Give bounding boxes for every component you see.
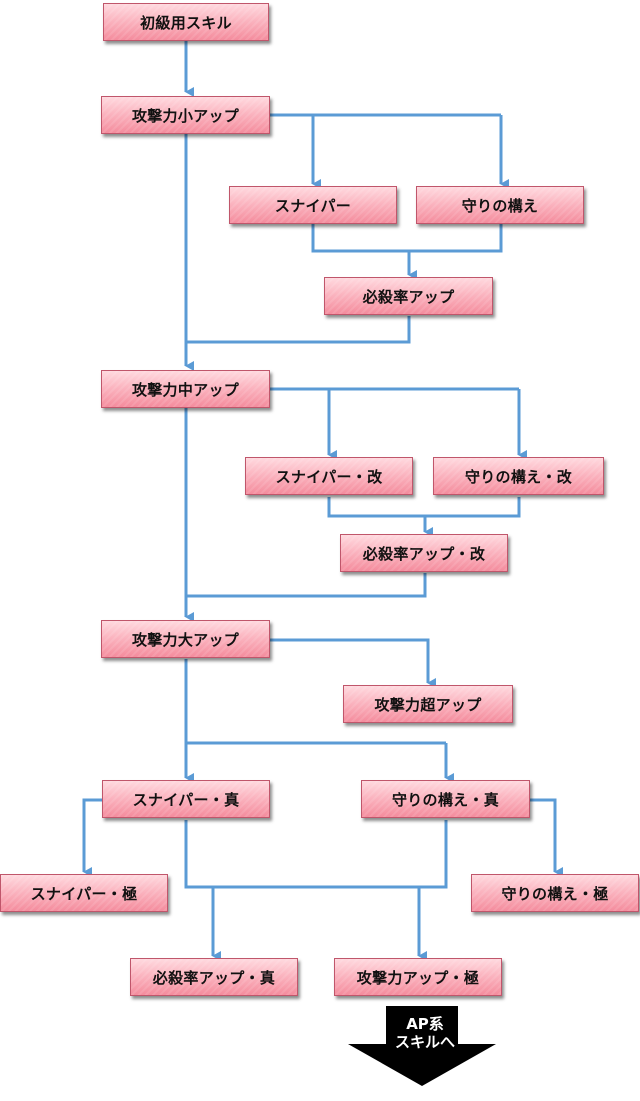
node-attack-up-large: 攻撃力大アップ xyxy=(101,620,270,658)
node-sniper: スナイパー xyxy=(229,186,397,224)
node-attack-up-super: 攻撃力超アップ xyxy=(343,685,513,723)
node-label: 守りの構え・改 xyxy=(464,467,573,486)
node-label: 必殺率アップ xyxy=(362,287,455,306)
node-label: スナイパー・極 xyxy=(30,884,138,903)
node-crit-rate-up: 必殺率アップ xyxy=(324,277,493,315)
node-guard-stance-kiwami: 守りの構え・極 xyxy=(471,874,639,912)
node-sniper-shin: スナイパー・真 xyxy=(102,780,270,818)
edge-kai-merge xyxy=(327,497,521,518)
node-label: 初級用スキル xyxy=(140,13,232,32)
node-label: 攻撃力大アップ xyxy=(131,630,240,649)
node-guard-stance-kai: 守りの構え・改 xyxy=(433,457,604,495)
edge-shin-merge xyxy=(184,820,448,889)
node-label: 攻撃力アップ・極 xyxy=(356,968,480,987)
edge-to-sniper-kiwami xyxy=(82,798,102,877)
node-attack-up-small: 攻撃力小アップ xyxy=(101,96,270,134)
edge-sniper-guard-merge xyxy=(311,224,503,253)
node-label: 守りの構え・極 xyxy=(501,884,609,903)
node-label: 必殺率アップ・真 xyxy=(152,968,276,987)
edge-crit-kai-to-large xyxy=(186,573,427,598)
node-label: 攻撃力超アップ xyxy=(374,695,482,714)
node-label: スナイパー xyxy=(274,196,352,215)
node-crit-rate-up-kai: 必殺率アップ・改 xyxy=(340,534,508,572)
node-sniper-kiwami: スナイパー・極 xyxy=(0,874,168,912)
edge-crit-to-medium xyxy=(186,316,411,344)
node-label: スナイパー・改 xyxy=(275,467,383,486)
node-crit-rate-up-shin: 必殺率アップ・真 xyxy=(130,958,298,996)
ap-skill-arrow xyxy=(348,1006,496,1086)
node-label: スナイパー・真 xyxy=(132,790,240,809)
node-guard-stance: 守りの構え xyxy=(416,186,584,224)
ap-arrow-label-line2: スキルへ xyxy=(394,1033,455,1051)
node-attack-up-medium: 攻撃力中アップ xyxy=(101,370,270,408)
node-label: 守りの構え xyxy=(461,196,539,215)
ap-arrow-label-line1: AP系 xyxy=(406,1015,444,1033)
node-sniper-kai: スナイパー・改 xyxy=(245,457,413,495)
node-label: 攻撃力小アップ xyxy=(131,106,240,125)
ap-arrow-shape xyxy=(348,1006,496,1086)
edge-large-to-super xyxy=(270,638,436,688)
edge-to-guard-kiwami xyxy=(530,798,563,877)
node-label: 攻撃力中アップ xyxy=(131,380,240,399)
node-beginner-skill: 初級用スキル xyxy=(103,3,269,41)
node-guard-stance-shin: 守りの構え・真 xyxy=(361,780,530,818)
node-label: 守りの構え・真 xyxy=(391,790,500,809)
node-attack-up-kiwami: 攻撃力アップ・極 xyxy=(334,958,502,996)
node-label: 必殺率アップ・改 xyxy=(362,544,486,563)
